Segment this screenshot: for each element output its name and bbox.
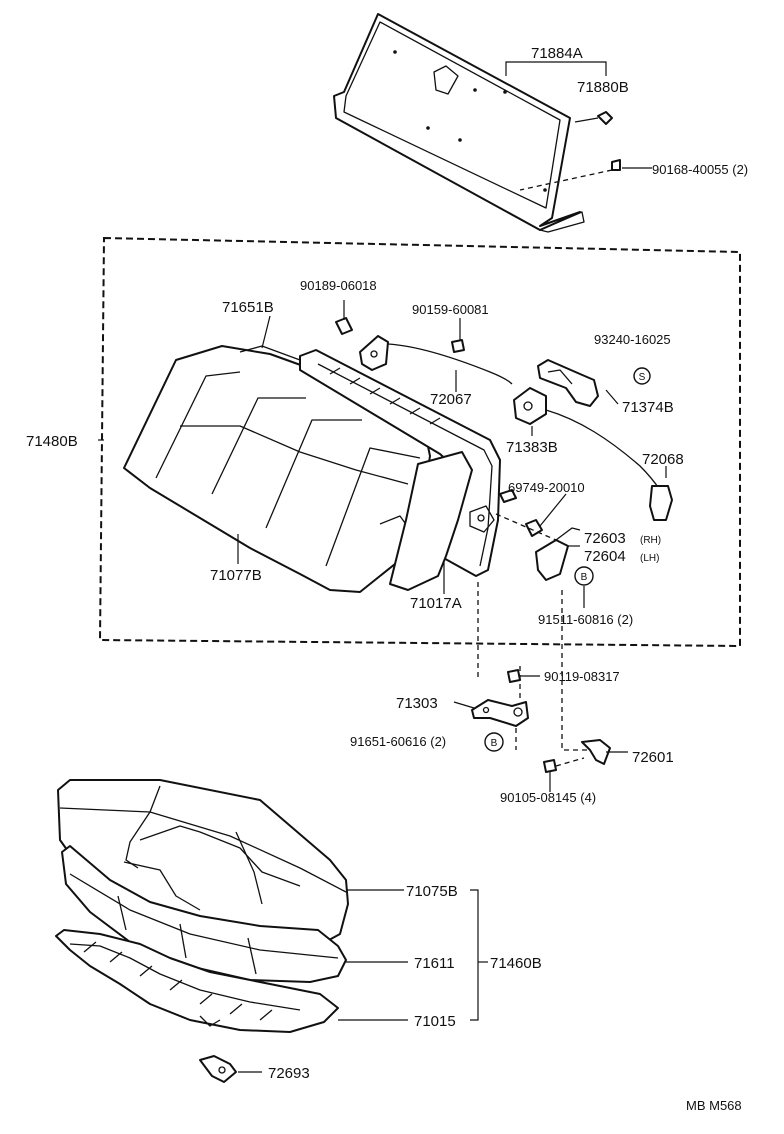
seat-back-frame bbox=[299, 349, 501, 591]
label-72068: 72068 bbox=[642, 451, 684, 468]
label-71017A: 71017A bbox=[410, 595, 462, 612]
label-72693: 72693 bbox=[268, 1065, 310, 1082]
bracket-72601 bbox=[581, 739, 611, 765]
seat-back-assembly-boundary bbox=[98, 236, 741, 648]
seat-back-cushion bbox=[123, 345, 431, 593]
label-72604-side: (LH) bbox=[640, 553, 659, 564]
label-71383B: 71383B bbox=[506, 439, 558, 456]
label-71077B: 71077B bbox=[210, 567, 262, 584]
seat-lock-striker-72603 bbox=[535, 527, 581, 581]
label-72604: 72604 bbox=[584, 548, 626, 565]
label-71611: 71611 bbox=[414, 955, 455, 972]
back-panel-assembly bbox=[333, 13, 585, 233]
seat-cushion-pad-71611 bbox=[61, 845, 347, 983]
seat-lock-cover-71383B bbox=[513, 387, 547, 425]
label-91651: 91651-60616 (2) bbox=[350, 734, 446, 749]
label-72067: 72067 bbox=[430, 391, 472, 408]
label-71303: 71303 bbox=[396, 695, 438, 712]
label-90159: 90159-60081 bbox=[412, 302, 489, 317]
label-71460B: 71460B bbox=[490, 955, 542, 972]
clip-72693 bbox=[199, 1055, 237, 1083]
bolt-90105 bbox=[543, 759, 557, 773]
label-71075B: 71075B bbox=[406, 883, 458, 900]
seat-cushion-frame-71015 bbox=[55, 929, 339, 1033]
seat-lock-cable-72067 bbox=[387, 339, 513, 385]
label-71884A: 71884A bbox=[531, 45, 583, 62]
label-71880B: 71880B bbox=[577, 79, 629, 96]
label-90119: 90119-08317 bbox=[544, 669, 620, 684]
label-71651B: 71651B bbox=[222, 299, 274, 316]
hinge-bracket-71303 bbox=[471, 699, 529, 727]
upper-hinge-bracket bbox=[335, 317, 389, 371]
label-72603-side: (RH) bbox=[640, 535, 661, 546]
label-90168: 90168-40055 (2) bbox=[652, 162, 748, 177]
label-93240: 93240-16025 bbox=[594, 332, 671, 347]
seat-lock-cable-72068 bbox=[499, 409, 673, 521]
b-symbol-upper: B bbox=[581, 572, 588, 583]
seat-lock-knob-71374B bbox=[537, 359, 599, 407]
diagram-code: MB M568 bbox=[686, 1098, 742, 1113]
b-symbol-lower: B bbox=[491, 738, 498, 749]
bolt-90119 bbox=[507, 669, 521, 683]
label-71480B: 71480B bbox=[26, 433, 78, 450]
screw-90168 bbox=[611, 159, 621, 171]
label-71015: 71015 bbox=[414, 1013, 456, 1030]
label-71374B: 71374B bbox=[622, 399, 674, 416]
label-90189: 90189-06018 bbox=[300, 278, 377, 293]
s-symbol: S bbox=[639, 372, 646, 383]
clip-71880B bbox=[597, 111, 613, 125]
label-91511: 91511-60816 (2) bbox=[538, 612, 633, 627]
label-72601: 72601 bbox=[632, 749, 674, 766]
label-69749: 69749-20010 bbox=[508, 480, 585, 495]
label-72603: 72603 bbox=[584, 530, 626, 547]
label-90105: 90105-08145 (4) bbox=[500, 790, 596, 805]
